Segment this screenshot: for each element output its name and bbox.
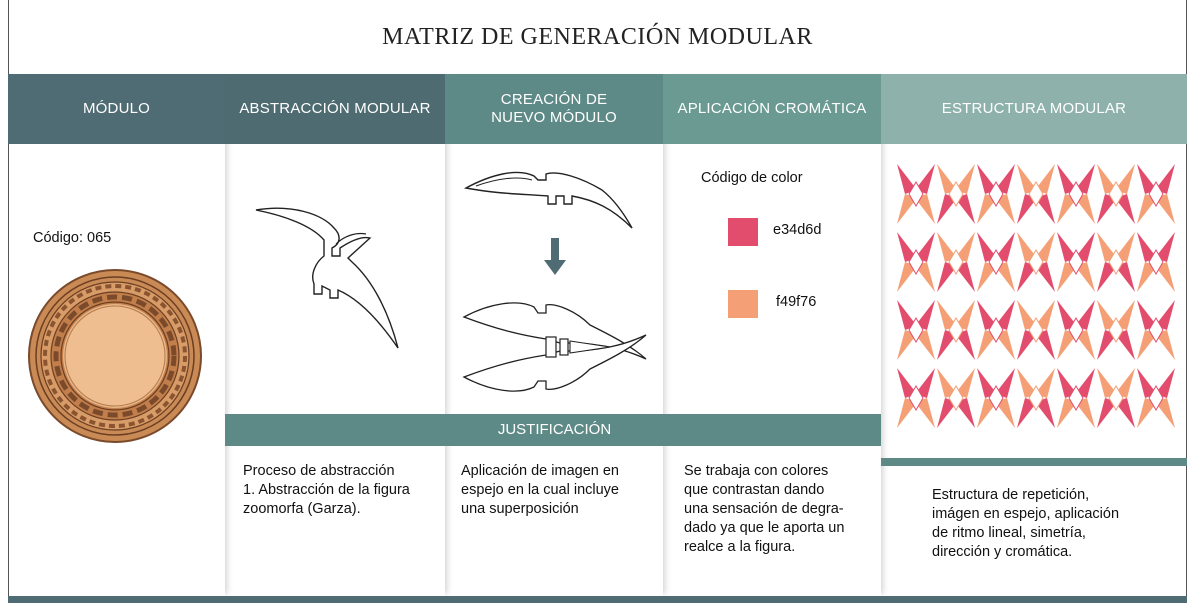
modulo-code: Código: 065 [33,230,112,246]
estructura-text-line4: dirección y cromática. [932,544,1073,560]
column-aplicacion: APLICACIÓN CROMÁTICA [663,74,881,598]
aplicacion-text-line1: Se trabaja con colores [684,463,829,479]
header-abstraccion-label: ABSTRACCIÓN MODULAR [239,100,431,117]
abstraccion-text-line3: zoomorfa (Garza). [243,501,361,517]
estructura-text-line3: de ritmo lineal, simetría, [932,525,1086,541]
bottom-band [8,596,1187,603]
pattern-module [897,300,935,360]
pattern-module [1097,232,1135,292]
pattern-module [1057,232,1095,292]
pattern-module [1057,300,1095,360]
pattern-module [1097,164,1135,224]
aplicacion-text-line5: realce a la figura. [684,539,796,555]
page-title: MATRIZ DE GENERACIÓN MODULAR [382,24,813,50]
arrow-down-icon [544,238,566,275]
aplicacion-text: Se trabaja con colores que contrastan da… [684,462,862,557]
heron-abstraction-icon [255,207,399,349]
header-creacion-label: CREACIÓN DE NUEVO MÓDULO [491,91,617,127]
color-code-title: Código de color [701,170,803,186]
estructura-text: Estructura de repetición, imágen en espe… [932,486,1152,562]
estructura-text-line1: Estructura de repetición, [932,487,1090,503]
pattern-module [897,368,935,428]
header-estructura: ESTRUCTURA MODULAR [881,74,1187,144]
pattern-module [1057,368,1095,428]
creacion-text-line2: espejo en la cual incluye [461,482,619,498]
pattern-module [977,300,1015,360]
color-hex-1: e34d6d [773,222,822,238]
pattern-module [897,232,935,292]
aplicacion-text-line2: que contrastan dando [684,482,825,498]
pattern-module [977,368,1015,428]
pattern-module [937,164,975,224]
header-abstraccion: ABSTRACCIÓN MODULAR [225,74,445,144]
aplicacion-text-line3: una sensación de degra- [684,501,844,517]
abstraccion-text-line2: 1. Abstracción de la figura [243,482,410,498]
header-modulo: MÓDULO [8,74,225,144]
header-creacion-line2: NUEVO MÓDULO [491,109,617,126]
pattern-module [937,368,975,428]
justificacion-label: JUSTIFICACIÓN [497,421,612,438]
color-hex-2: f49f76 [776,294,817,310]
pattern-module [1137,300,1175,360]
pattern-module [937,232,975,292]
header-aplicacion: APLICACIÓN CROMÁTICA [663,74,881,144]
header-modulo-label: MÓDULO [82,100,151,117]
modular-pattern-image [897,164,1175,428]
pattern-module [897,164,935,224]
pattern-module [1017,300,1055,360]
column-creacion: CREACIÓN DE NUEVO MÓDULO [445,74,663,598]
pattern-module [1017,368,1055,428]
heron-module-top-icon [463,171,633,229]
pattern-module [1017,232,1055,292]
pattern-module [1097,300,1135,360]
justificacion-band [225,414,881,446]
pattern-module [977,232,1015,292]
column-modulo: MÓDULO [8,74,225,598]
mirrored-module-icon [462,302,647,392]
pattern-module [1017,164,1055,224]
pattern-module [1057,164,1095,224]
abstraccion-text-line1: Proceso de abstracción [243,463,395,479]
pattern-module [977,164,1015,224]
pattern-module [1137,164,1175,224]
header-estructura-label: ESTRUCTURA MODULAR [941,100,1127,117]
header-creacion-line1: CREACIÓN DE [500,91,608,108]
creacion-text: Aplicación de imagen en espejo en la cua… [461,462,656,519]
pattern-module [1097,368,1135,428]
pattern-module [1137,368,1175,428]
estructura-divider [881,458,1187,466]
column-abstraccion: ABSTRACCIÓN MODULAR [225,74,445,598]
header-creacion: CREACIÓN DE NUEVO MÓDULO [445,74,663,144]
abstraccion-text: Proceso de abstracción 1. Abstracción de… [243,462,438,519]
estructura-text-line2: imágen en espejo, aplicación [932,506,1120,522]
aplicacion-text-line4: dado ya que le aporta un [684,520,845,536]
creacion-text-line1: Aplicación de imagen en [461,463,619,479]
creacion-text-line3: una superposición [461,501,579,517]
header-aplicacion-label: APLICACIÓN CROMÁTICA [677,100,867,117]
pattern-module [937,300,975,360]
pattern-module [1137,232,1175,292]
color-swatch-2 [728,290,758,318]
column-estructura: ESTRUCTURA MODULAR [881,74,1187,598]
color-swatch-1 [728,218,758,246]
ceramic-plate-image [28,269,202,443]
